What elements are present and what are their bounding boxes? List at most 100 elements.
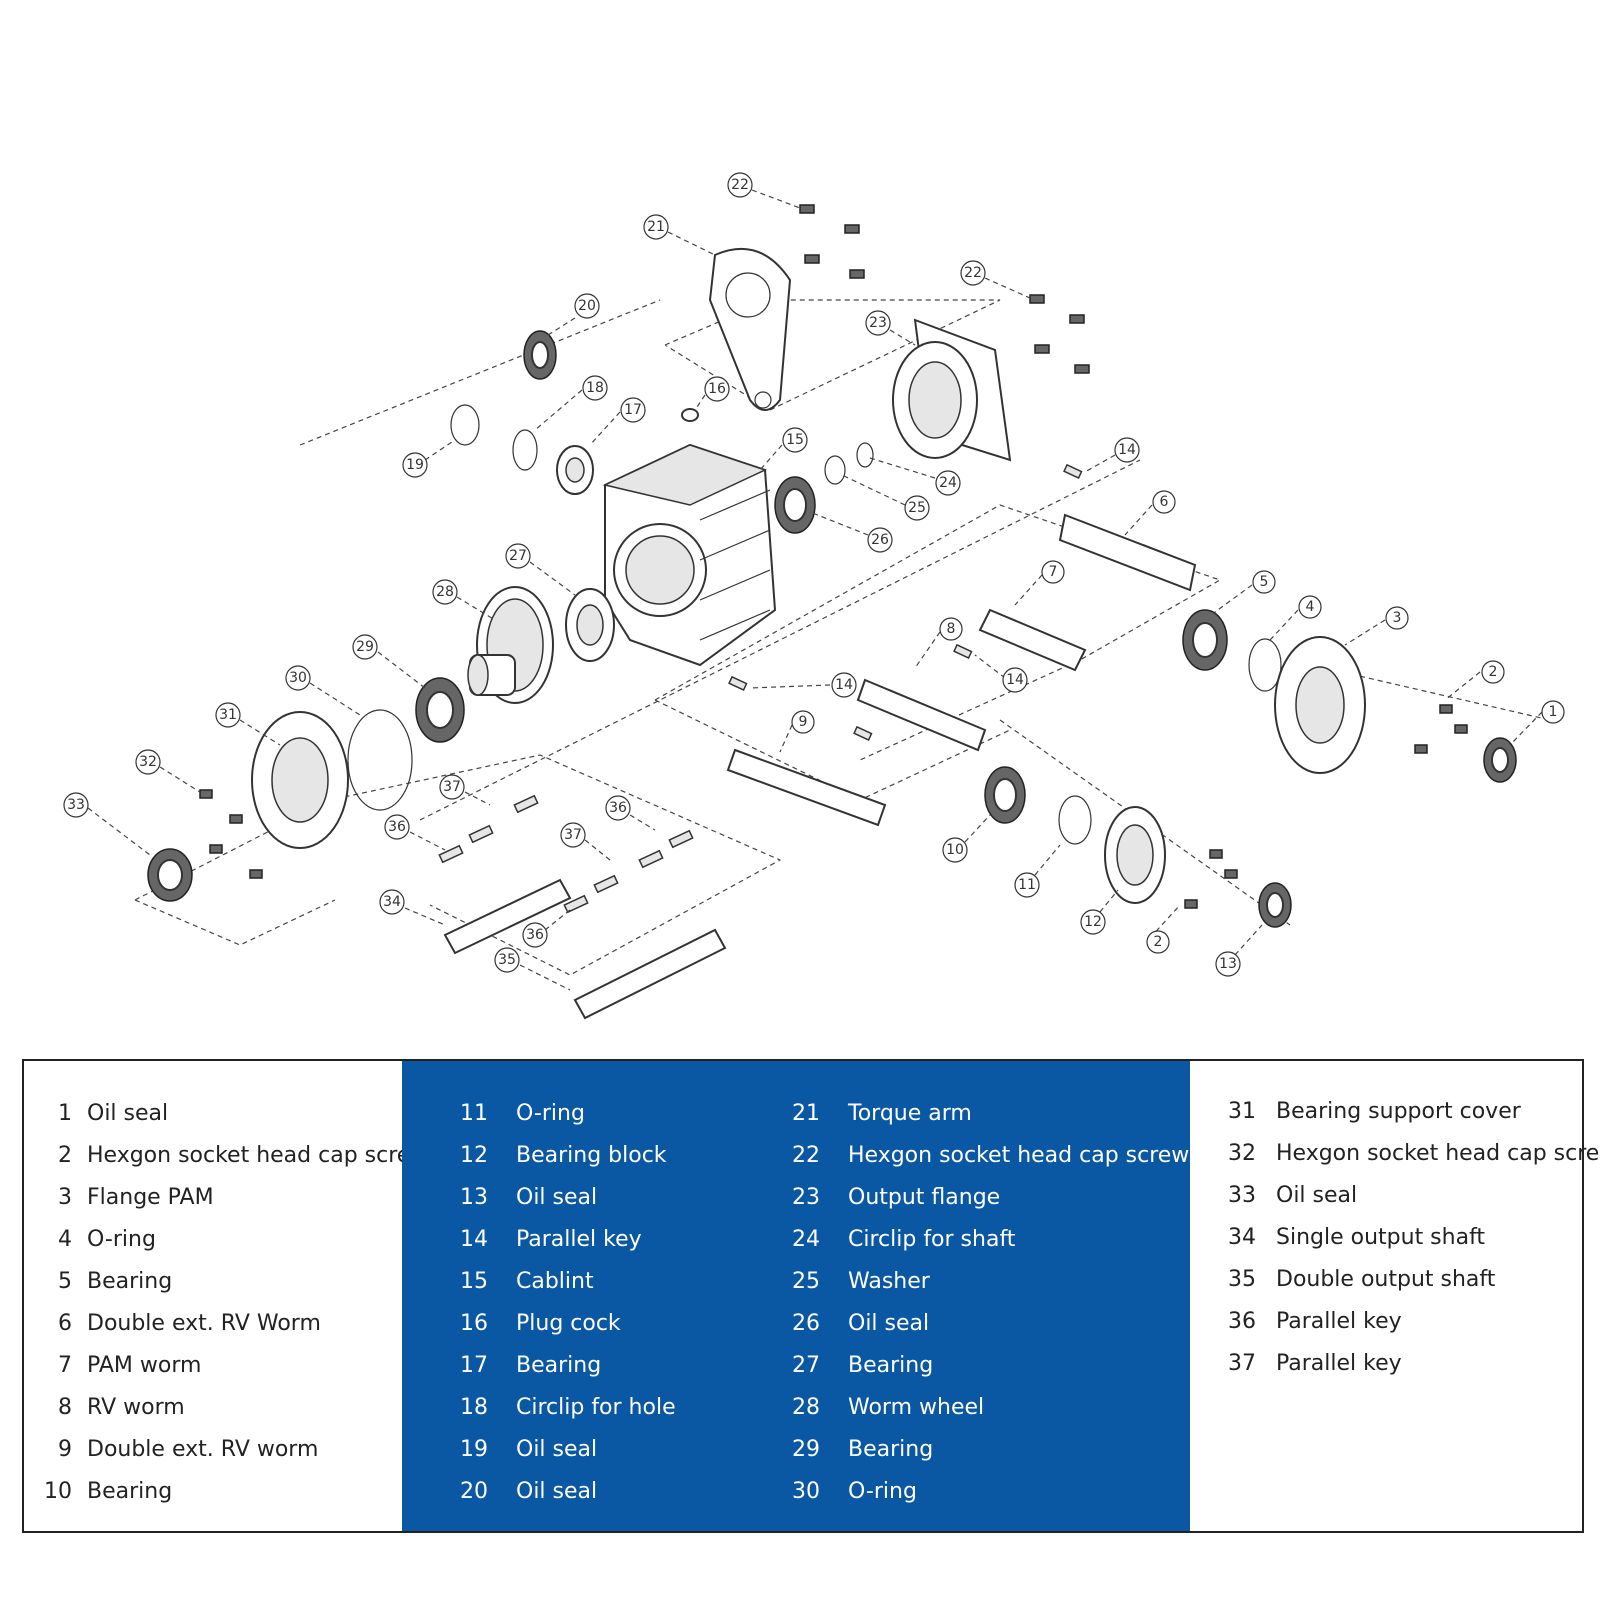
svg-text:22: 22 [964, 265, 982, 281]
callout: 2 [1444, 660, 1505, 701]
svg-text:35: 35 [498, 952, 516, 968]
callout: 16 [694, 376, 730, 411]
callout: 7 [1014, 560, 1065, 606]
svg-text:18: 18 [586, 380, 604, 396]
svg-text:26: 26 [871, 532, 889, 548]
callout: 27 [505, 543, 576, 596]
callout: 21 [643, 214, 716, 256]
svg-text:27: 27 [509, 548, 527, 564]
callout: 26 [809, 511, 893, 553]
callout: 6 [1124, 490, 1176, 536]
callout: 3 [1344, 606, 1409, 646]
svg-text:1: 1 [1549, 704, 1558, 720]
svg-text:17: 17 [624, 402, 642, 418]
torque-arm [708, 247, 792, 411]
svg-text:7: 7 [1049, 564, 1058, 580]
callout: 37 [439, 774, 491, 806]
svg-text:32: 32 [139, 754, 157, 770]
svg-text:14: 14 [1118, 442, 1136, 458]
callout: 31 [215, 702, 281, 746]
svg-text:3: 3 [1393, 610, 1402, 626]
assembly-guides [134, 299, 1551, 976]
svg-text:10: 10 [946, 842, 964, 858]
callout-labels: 1 2 2 3 4 5 6 7 8 9 10 11 12 13 14 14 14… [63, 172, 1565, 991]
svg-text:5: 5 [1260, 574, 1269, 590]
svg-text:36: 36 [609, 800, 627, 816]
callout: 13 [1215, 924, 1263, 977]
callout: 12 [1080, 889, 1119, 935]
callout: 28 [432, 579, 496, 621]
callout: 29 [352, 634, 426, 689]
callout: 19 [402, 439, 456, 478]
callout: 5 [1214, 570, 1276, 613]
svg-text:16: 16 [708, 381, 726, 397]
svg-text:21: 21 [647, 219, 665, 235]
svg-text:36: 36 [388, 819, 406, 835]
svg-text:25: 25 [908, 500, 926, 516]
callout: 15 [759, 427, 808, 471]
exploded-view-diagram: 1 2 2 3 4 5 6 7 8 9 10 11 12 13 14 14 14… [63, 172, 1565, 1020]
bearing-support-cover [251, 711, 349, 849]
svg-text:6: 6 [1160, 494, 1169, 510]
callout: 18 [534, 375, 608, 431]
callout: 24 [869, 457, 961, 496]
callout: 36 [384, 814, 446, 851]
gearbox-housing [602, 443, 777, 667]
callout: 37 [560, 822, 611, 861]
svg-text:13: 13 [1219, 956, 1237, 972]
svg-text:12: 12 [1084, 914, 1102, 930]
callout: 17 [589, 397, 646, 446]
svg-text:29: 29 [356, 639, 374, 655]
svg-text:15: 15 [786, 432, 804, 448]
callout: 32 [135, 749, 201, 793]
callout: 25 [841, 474, 930, 521]
callout: 8 [914, 617, 963, 669]
svg-text:19: 19 [406, 457, 424, 473]
callout: 33 [63, 792, 151, 856]
svg-text:37: 37 [564, 827, 582, 843]
svg-text:24: 24 [939, 475, 957, 491]
svg-text:20: 20 [578, 298, 596, 314]
callout: 36 [605, 795, 656, 831]
svg-text:36: 36 [526, 927, 544, 943]
callout: 1 [1509, 700, 1565, 746]
svg-text:9: 9 [799, 714, 808, 730]
bearing-block [1104, 806, 1166, 904]
svg-text:37: 37 [443, 779, 461, 795]
callout: 2 [1146, 904, 1181, 954]
callout: 10 [942, 814, 991, 863]
callout: 22 [727, 172, 801, 209]
svg-text:31: 31 [219, 707, 237, 723]
svg-text:33: 33 [67, 797, 85, 813]
svg-text:34: 34 [383, 894, 401, 910]
callout: 35 [494, 947, 571, 991]
